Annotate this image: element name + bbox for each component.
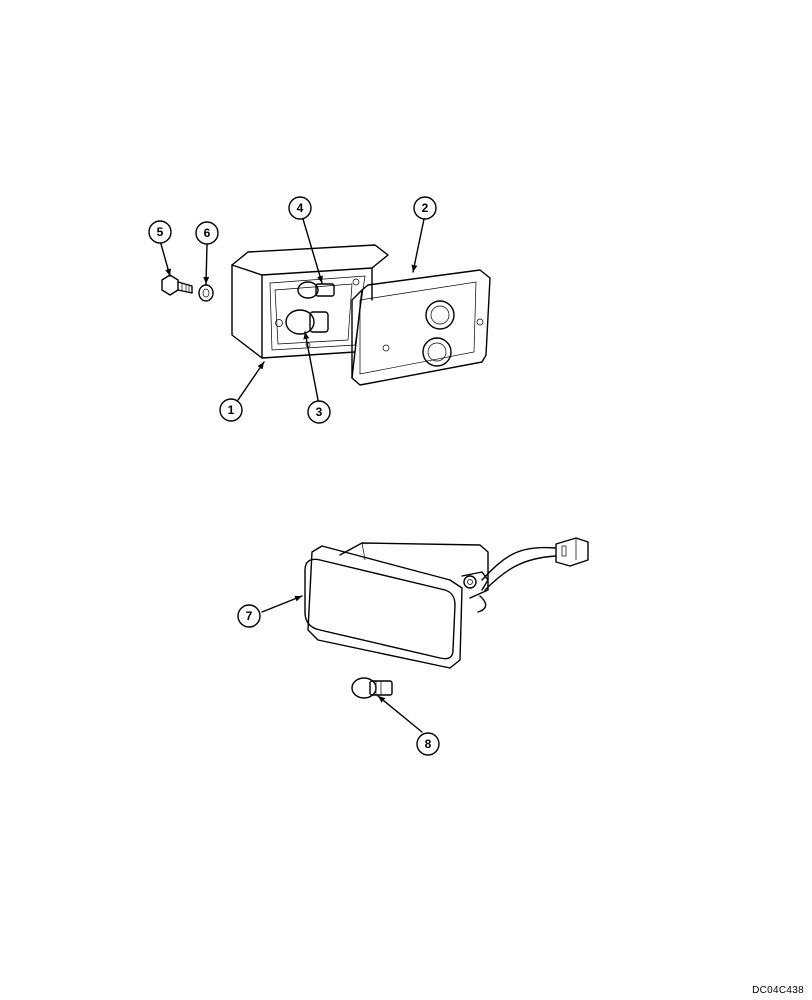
callout-1: 1 xyxy=(219,398,243,422)
work-lamp xyxy=(304,537,589,669)
callout-2-label: 2 xyxy=(422,201,429,215)
callout-4-label: 4 xyxy=(297,201,304,215)
large-bulb xyxy=(285,309,329,335)
work-lamp-bulb xyxy=(351,677,393,699)
drawing-code: DC04C438 xyxy=(752,985,804,996)
callout-6-label: 6 xyxy=(204,226,211,240)
callout-4: 4 xyxy=(288,196,312,220)
callout-8-label: 8 xyxy=(425,737,432,751)
callout-7: 7 xyxy=(237,604,261,628)
screw xyxy=(161,274,193,296)
lamp-housing xyxy=(231,244,389,359)
callout-8: 8 xyxy=(416,732,440,756)
callout-3: 3 xyxy=(307,400,331,424)
small-bulb xyxy=(297,281,335,299)
callout-5-label: 5 xyxy=(157,225,164,239)
callout-5: 5 xyxy=(148,220,172,244)
callout-2: 2 xyxy=(413,196,437,220)
lamp-lens xyxy=(351,269,491,386)
callout-6: 6 xyxy=(195,221,219,245)
callout-1-label: 1 xyxy=(228,403,235,417)
leader-lines xyxy=(160,218,425,733)
callout-3-label: 3 xyxy=(316,405,323,419)
callout-7-label: 7 xyxy=(246,609,253,623)
washer xyxy=(198,284,214,302)
